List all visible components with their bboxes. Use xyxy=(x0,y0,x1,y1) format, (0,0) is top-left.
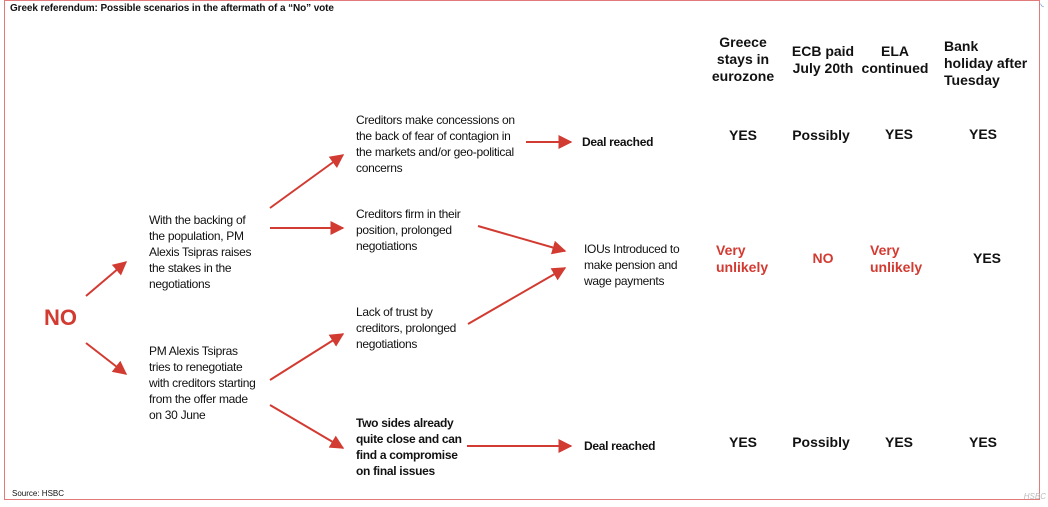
header-line: eurozone xyxy=(711,68,775,84)
header-line: holiday after xyxy=(944,55,1028,71)
outcome-deal-reached-2: Deal reached xyxy=(584,439,656,453)
text-line: IOUs Introduced to xyxy=(584,242,680,256)
cell-r2-ecb: NO xyxy=(812,250,834,266)
header-line: stays in xyxy=(716,51,770,67)
cell-r3-bank: YES xyxy=(968,434,997,450)
header-line: continued xyxy=(861,60,929,76)
text-line: negotiations xyxy=(356,337,418,351)
text-line: unlikely xyxy=(716,259,769,275)
arrow-2b-to-ious xyxy=(477,225,567,255)
text-line: Creditors firm in their xyxy=(356,207,461,221)
text-line: Alexis Tsipras raises xyxy=(149,245,252,259)
header-line: ELA xyxy=(881,43,909,59)
text-line: from the offer made xyxy=(149,392,248,406)
text-line: Two sides already xyxy=(356,416,454,430)
text-line: PM Alexis Tsipras xyxy=(149,344,238,358)
watermark: HSBC xyxy=(1023,492,1046,501)
cell-r1-bank: YES xyxy=(968,126,997,142)
source-note: Source: HSBC xyxy=(12,489,65,498)
text-line: quite close and can xyxy=(356,432,462,446)
header-line: ECB paid xyxy=(791,43,855,59)
header-ecb-paid: ECB paid July 20th xyxy=(788,43,858,77)
cell-r1-ela: YES xyxy=(884,126,913,142)
text-line: Lack of trust by xyxy=(356,305,433,319)
header-ela-continued: ELA continued xyxy=(860,43,930,77)
scenario-firm: Creditors firm in their position, prolon… xyxy=(356,206,461,254)
text-line: position, prolonged xyxy=(356,223,452,237)
text-line: unlikely xyxy=(870,259,923,275)
arrow-no-to-b xyxy=(85,342,128,375)
arrow-no-to-a xyxy=(85,261,128,297)
scenario-lack-of-trust: Lack of trust by creditors, prolonged ne… xyxy=(356,304,456,352)
text-line: Very xyxy=(870,242,900,258)
cell-r2-bank: YES xyxy=(972,250,1001,266)
no-label: NO xyxy=(44,305,77,330)
text-line: concerns xyxy=(356,161,403,175)
cell-r1-ecb: Possibly xyxy=(792,127,850,143)
text-line: make pension and xyxy=(584,258,678,272)
arrow-b-to-2d xyxy=(269,404,345,449)
text-line: with creditors starting xyxy=(149,376,256,390)
header-line: July 20th xyxy=(792,60,854,76)
text-line: the stakes in the xyxy=(149,261,232,275)
scenario-concessions: Creditors make concessions on the back o… xyxy=(356,112,515,176)
cell-r2-greece: Very unlikely xyxy=(716,242,778,276)
text-line: negotiations xyxy=(356,239,418,253)
cell-r2-ela: Very unlikely xyxy=(870,242,936,276)
corner-mark: ◟ xyxy=(1040,0,1045,8)
scenario-renegotiate: PM Alexis Tsipras tries to renegotiate w… xyxy=(149,343,256,423)
scenario-compromise: Two sides already quite close and can fi… xyxy=(356,415,462,479)
scenario-backing: With the backing of the population, PM A… xyxy=(149,212,251,292)
arrow-2c-to-ious xyxy=(467,267,567,325)
outcome-deal-reached-1: Deal reached xyxy=(582,135,654,149)
header-line: Tuesday xyxy=(944,72,1000,88)
cell-r1-greece: YES xyxy=(728,127,757,143)
text-line: the population, PM xyxy=(149,229,244,243)
cell-r3-ela: YES xyxy=(884,434,913,450)
header-line: Bank xyxy=(944,38,979,54)
text-line: creditors, prolonged xyxy=(356,321,457,335)
header-line: Greece xyxy=(719,34,767,50)
text-line: wage payments xyxy=(584,274,665,288)
text-line: Creditors make concessions on xyxy=(356,113,515,127)
text-line: tries to renegotiate xyxy=(149,360,243,374)
chart-frame xyxy=(4,0,1040,500)
header-greece-stays: Greece stays in eurozone xyxy=(708,34,778,85)
arrow-b-to-2c xyxy=(269,333,345,381)
cell-r3-greece: YES xyxy=(728,434,757,450)
cell-r3-ecb: Possibly xyxy=(792,434,850,450)
text-line: on final issues xyxy=(356,464,435,478)
chart-title: Greek referendum: Possible scenarios in … xyxy=(10,3,334,14)
text-line: the back of fear of contagion in xyxy=(356,129,511,143)
text-line: find a compromise xyxy=(356,448,458,462)
arrow-a-to-2a xyxy=(269,154,345,209)
text-line: on 30 June xyxy=(149,408,206,422)
header-bank-holiday: Bank holiday after Tuesday xyxy=(944,38,1030,89)
text-line: negotiations xyxy=(149,277,211,291)
text-line: With the backing of xyxy=(149,213,246,227)
outcome-ious: IOUs Introduced to make pension and wage… xyxy=(584,241,680,289)
text-line: the markets and/or geo-political xyxy=(356,145,514,159)
text-line: Very xyxy=(716,242,746,258)
